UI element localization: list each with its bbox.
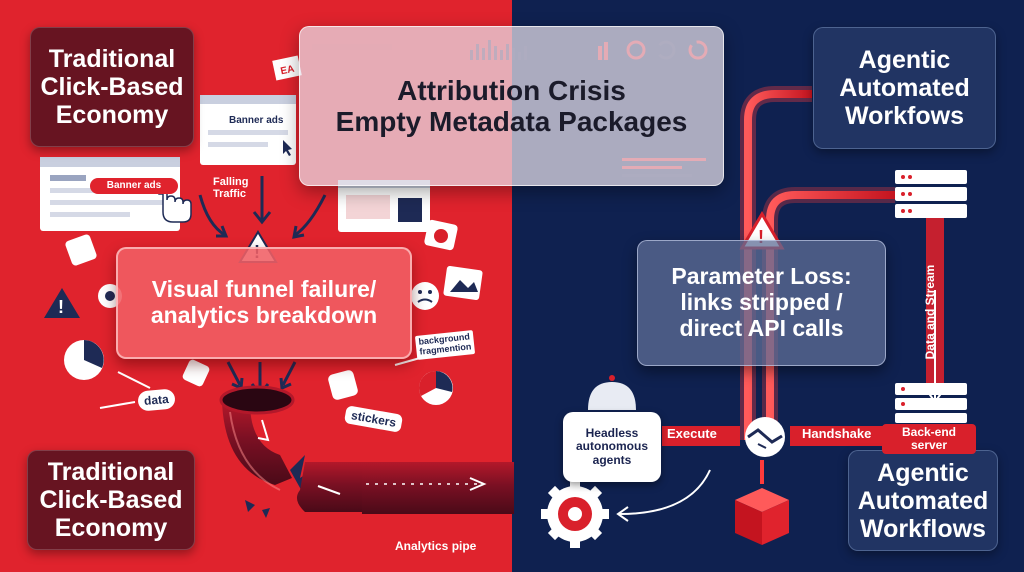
- svg-text:EA: EA: [280, 64, 296, 78]
- attribution-crisis-panel: Attribution Crisis Empty Metadata Packag…: [299, 26, 724, 186]
- package-box-icon: [735, 460, 789, 545]
- warning-icon-left: !: [44, 288, 80, 318]
- attribution-crisis-title: Attribution Crisis Empty Metadata Packag…: [335, 74, 688, 137]
- banner-ads-label-2: Banner ads: [90, 178, 178, 194]
- banner-ads-label-1: Banner ads: [229, 115, 284, 126]
- browser-window-2: [200, 95, 296, 165]
- handshake-label: Handshake: [802, 426, 872, 441]
- gear-return-arrowhead: [616, 506, 629, 522]
- server-stack-bottom-icon: [895, 383, 967, 423]
- ear-tag-icon: EA: [272, 55, 302, 81]
- data-stream-arrowhead: [927, 391, 943, 404]
- agentic-workflows-bottom-title: Agentic Automated Workflows: [857, 458, 989, 543]
- traditional-economy-bottom-title: Traditional Click-Based Economy: [39, 458, 183, 542]
- browser-window-3: [338, 180, 430, 232]
- gear-icon: [541, 480, 609, 548]
- analytics-pipe-graphic: [219, 385, 514, 518]
- execute-label: Execute: [667, 426, 717, 441]
- traditional-economy-top-title: Traditional Click-Based Economy: [40, 45, 184, 129]
- analytics-pipe-label: Analytics pipe: [395, 539, 477, 553]
- data-stream-label: Data and Stream: [923, 264, 937, 360]
- handshake-icon: [745, 417, 785, 457]
- falling-arrows: [198, 176, 327, 239]
- funnel-failure-panel: Visual funnel failure/ analytics breakdo…: [116, 247, 412, 359]
- agentic-workflows-top-panel: Agentic Automated Workfows: [813, 27, 996, 149]
- headless-agents-label: Headless autonomous agents: [563, 412, 661, 482]
- falling-traffic-label: Falling Traffic: [213, 176, 249, 201]
- gear-return-arrow: [619, 469, 711, 515]
- agentic-workflows-top-title: Agentic Automated Workfows: [839, 46, 970, 130]
- parameter-loss-panel: Parameter Loss: links stripped / direct …: [637, 240, 886, 366]
- funnel-failure-text: Visual funnel failure/ analytics breakdo…: [150, 276, 378, 328]
- agentic-workflows-bottom-panel: Agentic Automated Workflows: [848, 450, 998, 551]
- traditional-economy-bottom-panel: Traditional Click-Based Economy: [27, 450, 195, 550]
- backend-server-label: Back-end server: [882, 424, 976, 454]
- robot-dome-icon: [588, 375, 636, 410]
- svg-text:!: !: [58, 297, 64, 317]
- traditional-economy-top-panel: Traditional Click-Based Economy: [30, 27, 194, 147]
- server-stack-top-icon: [895, 170, 967, 218]
- svg-text:!: !: [758, 227, 764, 247]
- fragment-icons: [64, 219, 483, 409]
- data-sticker: data: [137, 388, 176, 412]
- parameter-loss-text: Parameter Loss: links stripped / direct …: [671, 263, 852, 341]
